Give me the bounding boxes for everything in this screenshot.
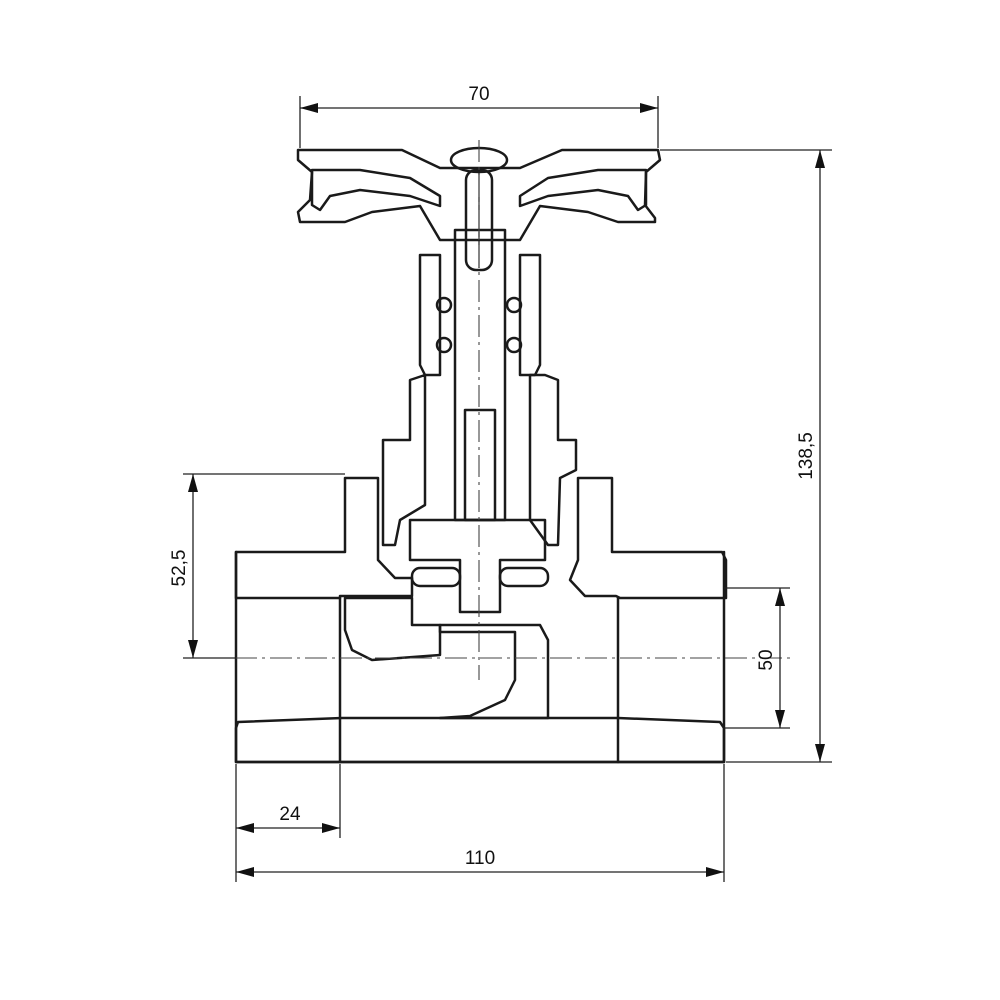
- dim-label-bore: 50: [756, 649, 777, 670]
- body-partition: [343, 596, 442, 662]
- body-seat: [438, 623, 550, 720]
- dim-label-overall-length: 110: [465, 848, 495, 869]
- dim-label-body-height: 52,5: [169, 550, 190, 587]
- dimension-overall-height: 138,5: [660, 149, 832, 763]
- dimension-bore: 50: [724, 587, 790, 729]
- dim-label-handle-width: 70: [468, 84, 489, 105]
- valve-bonnet: [381, 168, 578, 614]
- center-lines: [200, 140, 790, 680]
- dimension-socket-depth: 24: [235, 764, 341, 838]
- bonnet-left: [381, 373, 427, 547]
- stem-core: [463, 408, 497, 522]
- disc-seal-left: [410, 566, 462, 588]
- dim-label-socket-depth: 24: [279, 804, 301, 825]
- valve-disc: [408, 518, 547, 614]
- dimension-handle-width: 70: [299, 84, 659, 148]
- disc-seal-right: [498, 566, 550, 588]
- stem-housing: [418, 253, 442, 377]
- dimension-body-height: 52,5: [169, 473, 345, 659]
- dimension-overall-length: 110: [235, 764, 725, 882]
- valve-stem: [453, 228, 507, 522]
- body-bottom-wall: [234, 716, 726, 764]
- valve-body: [234, 476, 728, 764]
- dim-label-overall-height: 138,5: [796, 432, 817, 480]
- handle-wheel: [296, 148, 662, 242]
- valve-handle: [296, 146, 662, 242]
- bonnet-right: [528, 373, 578, 547]
- body-top-wall-left: [234, 476, 414, 600]
- o-ring: [435, 296, 453, 314]
- body-top-wall-right: [568, 476, 728, 600]
